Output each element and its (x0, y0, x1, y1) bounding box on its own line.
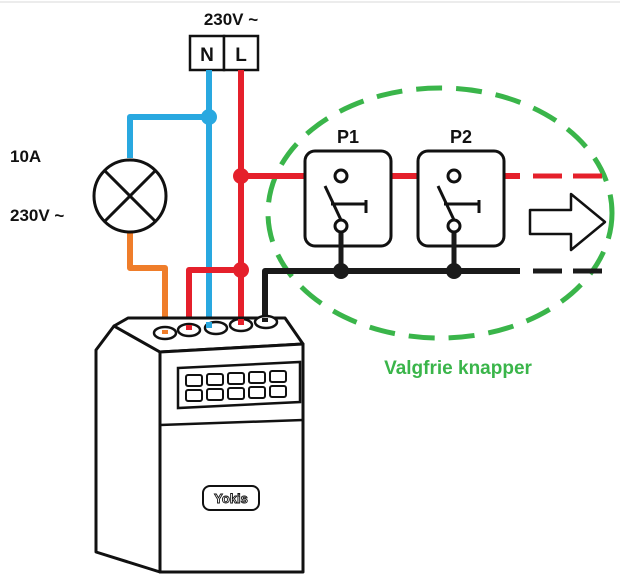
lamp-wire (127, 232, 168, 330)
module-brand-label: Yokis (214, 491, 248, 506)
live-junction-dot-bottom (233, 262, 249, 278)
switch-p2-frame (416, 149, 506, 248)
live-junction-dot-top (233, 168, 249, 184)
neutral-label: N (200, 45, 214, 66)
switch-p1-bottom-contact (333, 218, 349, 234)
module-brand-badge (202, 485, 260, 511)
module-side-face (94, 324, 162, 574)
optional-switches-outline (265, 85, 615, 341)
supply-terminal-block: N L (188, 34, 260, 72)
switch-return-wire (262, 268, 520, 322)
lamp-cross-b (103, 169, 157, 223)
lamp-symbol (92, 158, 168, 234)
live-label: L (235, 45, 247, 66)
switch-p2-pushbutton (444, 200, 481, 213)
lamp-current-label: 10A (10, 147, 41, 166)
switch-p1-label: P1 (337, 127, 359, 147)
switch-p1-top-contact (333, 168, 349, 184)
switch-p1-pushbutton (331, 200, 368, 213)
yokis-module: Yokis (94, 314, 305, 574)
live-terminal (222, 34, 260, 72)
neutral-junction-dot (201, 109, 217, 125)
switch-p2-top-contact (446, 168, 462, 184)
optional-switches-label: Valgfrie knapper (384, 358, 532, 379)
switch-p2-label: P2 (450, 127, 472, 147)
supply-voltage-label: 230V ~ (204, 10, 258, 29)
switch-p2-bottom-contact (446, 218, 462, 234)
module-panel-divider (159, 418, 304, 427)
switch-p2 (416, 149, 506, 271)
switch-p1-frame (303, 149, 393, 248)
lamp-voltage-label: 230V ~ (10, 206, 64, 225)
switch-p1 (303, 149, 393, 271)
more-switches-arrow-icon (528, 192, 607, 252)
module-connector-cells (185, 370, 287, 402)
